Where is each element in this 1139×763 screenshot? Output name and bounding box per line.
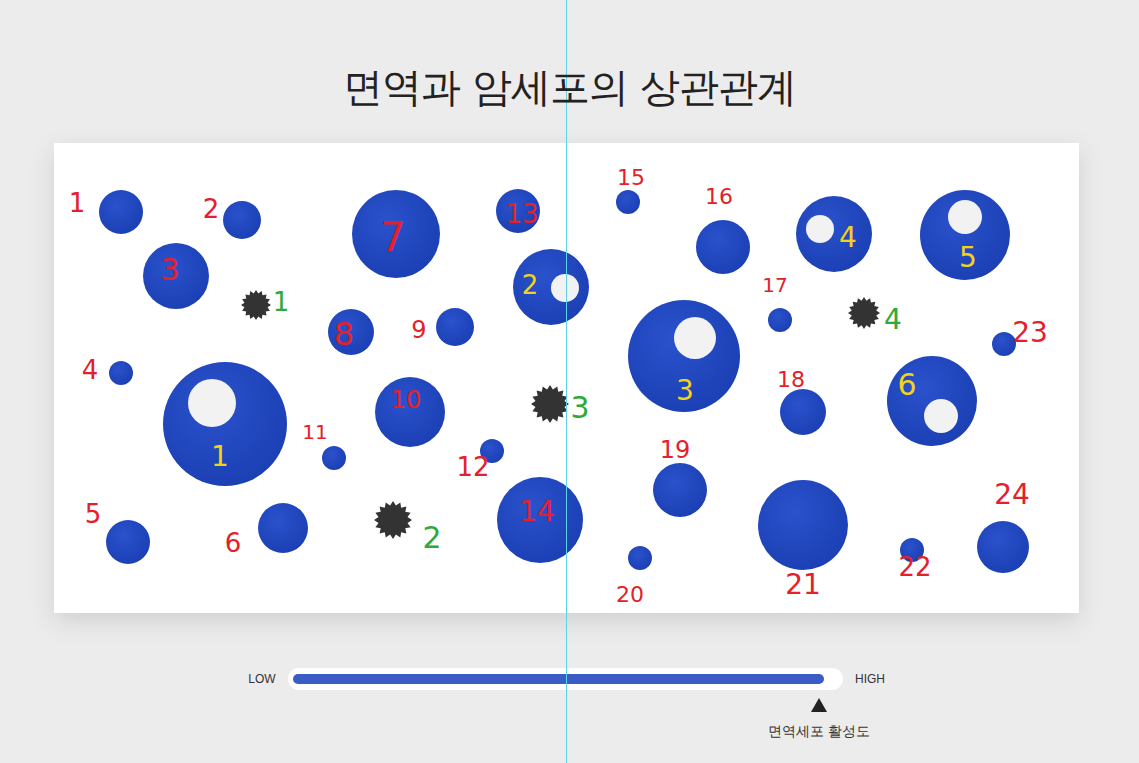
callout-number: 13 bbox=[505, 201, 538, 227]
immune-cell bbox=[653, 463, 707, 517]
callout-number: 10 bbox=[391, 388, 422, 412]
callout-number: 17 bbox=[762, 275, 787, 295]
immune-cell bbox=[328, 309, 374, 355]
immune-cell bbox=[436, 308, 474, 346]
cancer-cell bbox=[374, 501, 412, 539]
cancer-cell bbox=[531, 385, 569, 423]
immune-cell bbox=[887, 356, 977, 446]
guide-line bbox=[566, 0, 567, 763]
immune-cell bbox=[163, 362, 287, 486]
callout-number: 5 bbox=[85, 501, 102, 527]
immune-cell bbox=[780, 389, 826, 435]
callout-number: 5 bbox=[959, 244, 977, 272]
callout-number: 7 bbox=[380, 217, 405, 257]
immune-cell bbox=[513, 249, 589, 325]
immune-cell bbox=[375, 377, 445, 447]
callout-number: 22 bbox=[898, 554, 931, 580]
callout-number: 2 bbox=[422, 523, 441, 553]
slider-bar bbox=[293, 674, 824, 684]
immune-cell bbox=[628, 300, 740, 412]
immune-cell bbox=[920, 190, 1010, 280]
callout-number: 3 bbox=[160, 255, 179, 285]
callout-number: 11 bbox=[302, 422, 327, 442]
immune-cell bbox=[223, 201, 261, 239]
callout-number: 3 bbox=[570, 393, 589, 423]
slider-marker bbox=[811, 698, 827, 712]
immune-cell bbox=[109, 361, 133, 385]
immune-cell bbox=[758, 480, 848, 570]
callout-number: 3 bbox=[676, 377, 694, 405]
immune-cell bbox=[616, 190, 640, 214]
callout-number: 4 bbox=[82, 357, 99, 383]
scale-end-label: HIGH bbox=[855, 673, 885, 685]
callout-number: 1 bbox=[211, 443, 229, 471]
immune-cell bbox=[496, 189, 540, 233]
immune-cell bbox=[258, 503, 308, 553]
callout-number: 18 bbox=[777, 369, 805, 391]
scale-caption: 면역세포 활성도 bbox=[768, 724, 870, 738]
immune-cell bbox=[768, 308, 792, 332]
scale-end-label: LOW bbox=[248, 673, 275, 685]
cell-hole bbox=[948, 200, 982, 234]
immune-cell bbox=[143, 243, 209, 309]
immune-cell bbox=[352, 190, 440, 278]
immune-cell bbox=[696, 220, 750, 274]
immune-cell bbox=[99, 190, 143, 234]
slider-track bbox=[288, 668, 843, 690]
cell-hole bbox=[551, 274, 579, 302]
cancer-cell bbox=[848, 297, 880, 329]
callout-number: 2 bbox=[522, 272, 539, 298]
callout-number: 19 bbox=[660, 438, 691, 462]
callout-number: 4 bbox=[839, 224, 857, 252]
callout-number: 24 bbox=[994, 481, 1030, 509]
cell-hole bbox=[806, 215, 834, 243]
cell-hole bbox=[188, 379, 236, 427]
callout-number: 4 bbox=[884, 306, 902, 334]
immune-cell bbox=[796, 196, 872, 272]
callout-number: 15 bbox=[617, 167, 645, 189]
callout-number: 16 bbox=[705, 186, 733, 208]
callout-number: 9 bbox=[411, 318, 426, 342]
callout-number: 21 bbox=[785, 571, 821, 599]
callout-number: 1 bbox=[69, 190, 86, 216]
immune-cell bbox=[497, 477, 583, 563]
immune-cell bbox=[628, 546, 652, 570]
callout-number: 2 bbox=[203, 196, 220, 222]
callout-number: 20 bbox=[616, 584, 644, 606]
immune-cell bbox=[977, 521, 1029, 573]
callout-number: 12 bbox=[456, 454, 489, 480]
callout-number: 6 bbox=[897, 370, 916, 400]
callout-number: 6 bbox=[225, 530, 242, 556]
page-title: 면역과 암세포의 상관관계 bbox=[0, 60, 1139, 115]
callout-number: 8 bbox=[334, 318, 354, 350]
callout-number: 1 bbox=[273, 289, 290, 315]
immune-cell bbox=[106, 520, 150, 564]
immune-cell bbox=[322, 446, 346, 470]
cell-hole bbox=[924, 399, 958, 433]
callout-number: 23 bbox=[1012, 319, 1048, 347]
callout-number: 14 bbox=[519, 498, 555, 526]
cell-hole bbox=[674, 317, 716, 359]
cancer-cell bbox=[241, 290, 271, 320]
